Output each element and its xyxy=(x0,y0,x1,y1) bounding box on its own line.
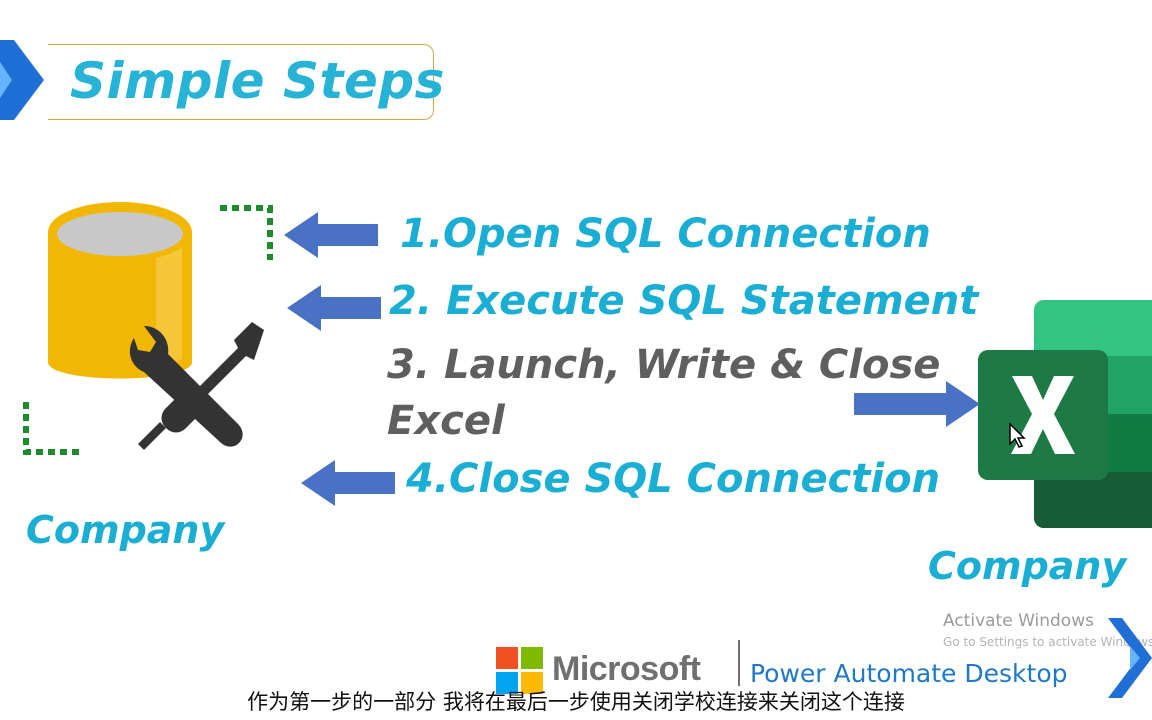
step-3-label-line2: Excel xyxy=(387,398,505,444)
arrow-right-icon xyxy=(854,381,980,427)
step-4-label: 4.Close SQL Connection xyxy=(406,456,941,502)
brand-divider xyxy=(738,640,740,686)
step-1-label: 1.Open SQL Connection xyxy=(400,211,931,257)
microsoft-wordmark: Microsoft xyxy=(552,650,701,688)
video-subtitle: 作为第一步的一部分 我将在最后一步使用关闭学校连接来关闭这个连接 xyxy=(247,690,905,714)
activate-windows-title: Activate Windows xyxy=(943,611,1094,631)
tools-icon xyxy=(129,322,264,450)
slide-title: Simple Steps xyxy=(70,52,445,110)
arrow-left-icon xyxy=(301,460,395,506)
excel-icon xyxy=(978,300,1152,528)
step-2-label: 2. Execute SQL Statement xyxy=(389,278,979,324)
product-name: Power Automate Desktop xyxy=(750,659,1068,688)
power-automate-logo-icon xyxy=(0,40,44,120)
step-3-label-line1: 3. Launch, Write & Close xyxy=(387,342,941,388)
title-box xyxy=(48,44,434,120)
dashed-corner-bottom xyxy=(23,402,80,455)
left-company-caption: Company xyxy=(26,508,225,552)
right-company-caption: Company xyxy=(928,544,1127,588)
power-automate-logo-icon xyxy=(1108,618,1152,698)
microsoft-logo-icon xyxy=(496,647,543,694)
database-icon xyxy=(48,202,192,379)
dashed-corner-top xyxy=(220,205,273,260)
activate-windows-subtitle: Go to Settings to activate Windows. xyxy=(943,635,1152,649)
arrow-left-icon xyxy=(284,212,378,258)
arrow-left-icon xyxy=(287,285,381,331)
